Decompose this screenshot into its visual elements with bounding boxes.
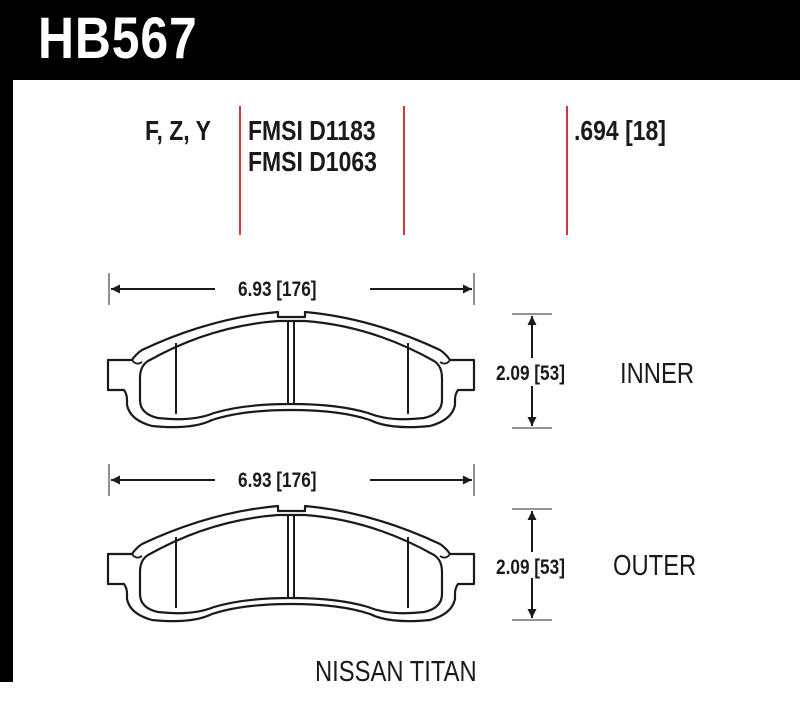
inner-pad-drawing — [106, 273, 552, 429]
outer-pad-label: OUTER — [613, 550, 697, 582]
part-number-title: HB567 — [38, 6, 198, 71]
red-divider-1 — [239, 106, 241, 235]
outer-height-dimension: 2.09 [53] — [496, 556, 565, 579]
header-bar — [0, 0, 800, 80]
inner-pad-label: INNER — [620, 358, 694, 390]
thickness-dimension: .694 [18] — [574, 115, 666, 146]
position-codes: F, Z, Y — [145, 115, 211, 146]
fmsi-code-2: FMSI D1063 — [248, 146, 377, 177]
fmsi-code-1: FMSI D1183 — [248, 115, 376, 146]
outer-pad-drawing — [106, 464, 552, 623]
inner-width-dimension: 6.93 [176] — [238, 278, 317, 301]
red-divider-2 — [403, 106, 405, 235]
outer-width-dimension: 6.93 [176] — [238, 469, 317, 492]
left-border-bar — [0, 0, 13, 682]
red-divider-3 — [566, 106, 568, 235]
vehicle-name: NISSAN TITAN — [315, 656, 477, 688]
inner-height-dimension: 2.09 [53] — [496, 362, 565, 385]
